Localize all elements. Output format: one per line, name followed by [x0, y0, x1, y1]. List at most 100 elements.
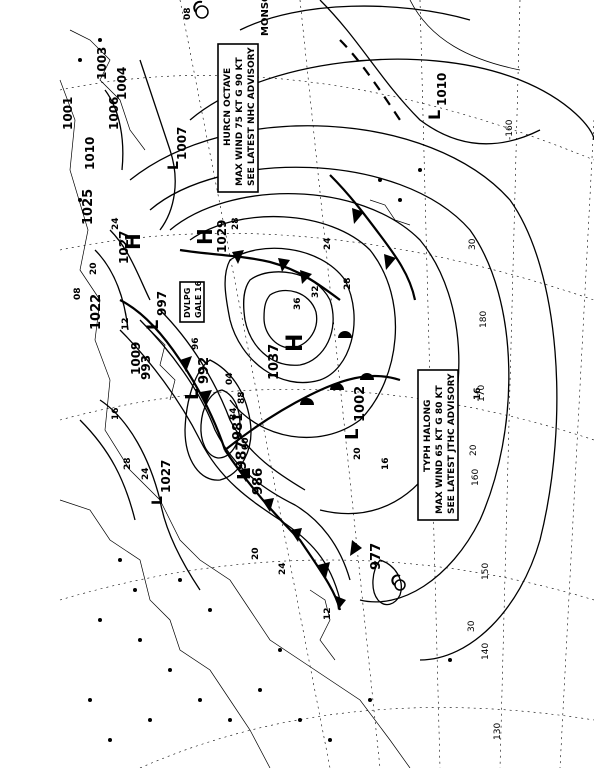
svg-text:170: 170 — [477, 385, 487, 402]
low-981: 981 — [231, 413, 246, 440]
advisory-wind: MAX WIND 75 KT G 90 KT — [235, 57, 245, 186]
svg-text:1027: 1027 — [117, 231, 131, 264]
svg-text:GALE: GALE — [194, 295, 203, 318]
high-1022: 1022 — [89, 294, 104, 330]
station-plots — [78, 38, 452, 742]
svg-text:1006: 1006 — [107, 97, 121, 130]
svg-text:1007: 1007 — [175, 127, 189, 160]
svg-text:1002: 1002 — [353, 386, 368, 422]
svg-text:30: 30 — [467, 620, 477, 632]
svg-text:08: 08 — [183, 7, 193, 20]
isobars — [79, 0, 594, 661]
svg-text:DVLPG: DVLPG — [183, 288, 192, 318]
high-1025: 1025 — [81, 189, 96, 225]
low-symbol: L — [182, 389, 203, 400]
svg-text:977: 977 — [369, 543, 384, 570]
advisory-note: SEE LATEST JTHC ADVISORY — [447, 373, 457, 514]
svg-text:160: 160 — [471, 469, 481, 486]
svg-text:1001: 1001 — [61, 97, 75, 130]
svg-text:987: 987 — [234, 441, 250, 470]
svg-text:1010: 1010 — [435, 73, 449, 106]
svg-text:00: 00 — [241, 437, 251, 450]
svg-text:981: 981 — [231, 413, 246, 440]
hurricane-advisory-box: HURCN OCTAVE MAX WIND 75 KT G 90 KT SEE … — [217, 43, 259, 193]
low-1010: 1010 — [83, 137, 97, 170]
svg-text:1025: 1025 — [81, 189, 96, 225]
svg-text:24: 24 — [323, 237, 333, 250]
svg-text:1037: 1037 — [267, 344, 282, 380]
svg-text:180: 180 — [479, 311, 489, 328]
low-1027a: L 1027 — [150, 460, 173, 505]
svg-text:20: 20 — [251, 547, 261, 560]
svg-text:130: 130 — [493, 723, 503, 740]
low-977: 977 — [369, 543, 384, 570]
monsoon-label: MONSO — [260, 0, 271, 36]
svg-text:1022: 1022 — [89, 294, 104, 330]
low-1001: 1001 — [61, 97, 75, 130]
svg-text:24: 24 — [278, 562, 288, 575]
high-symbol: H — [283, 334, 308, 352]
advisory-box-outline — [417, 369, 459, 521]
svg-text:16: 16 — [473, 387, 483, 400]
svg-text:16: 16 — [194, 280, 203, 292]
svg-text:16: 16 — [111, 407, 121, 420]
svg-text:MONSO: MONSO — [260, 0, 271, 36]
graticule-labels: -160 180 170 160 150 140 130 30 20 30 — [467, 119, 515, 740]
svg-text:24: 24 — [141, 467, 151, 480]
svg-text:140: 140 — [481, 643, 491, 660]
low-symbol: L — [234, 469, 255, 480]
advisory-title: HURCN OCTAVE — [223, 68, 233, 146]
svg-text:997: 997 — [155, 291, 169, 316]
svg-text:28: 28 — [123, 457, 133, 470]
svg-text:04: 04 — [225, 372, 235, 385]
svg-text:1003: 1003 — [95, 47, 109, 80]
svg-text:36: 36 — [293, 297, 303, 310]
gale-box-outline — [179, 281, 205, 323]
svg-text:992: 992 — [197, 357, 212, 384]
isobar-labels: 08 12 16 20 24 28 32 36 04 00 96 84 88 2… — [73, 7, 483, 620]
high-symbol: H — [193, 228, 217, 245]
svg-text:24: 24 — [111, 217, 121, 230]
advisory-box-outline — [217, 43, 259, 193]
svg-text:986: 986 — [251, 468, 266, 495]
low-986: 986 — [251, 468, 266, 495]
cyclone-symbols — [193, 0, 406, 591]
svg-text:993: 993 — [139, 355, 153, 380]
svg-text:32: 32 — [311, 285, 321, 298]
svg-text:08: 08 — [73, 287, 83, 300]
low-993: 993 — [139, 355, 153, 380]
svg-text:150: 150 — [481, 563, 491, 580]
low-symbol: L — [166, 161, 182, 170]
svg-text:1004: 1004 — [115, 67, 129, 100]
low-symbol: L — [342, 429, 363, 440]
low-1004: 1004 — [115, 67, 129, 100]
low-symbol: L — [150, 496, 166, 505]
low-1002: L 1002 — [342, 386, 368, 440]
svg-text:20: 20 — [89, 262, 99, 275]
svg-text:12: 12 — [323, 607, 333, 620]
advisory-note: SEE LATEST NHC ADVISORY — [247, 47, 257, 186]
svg-text:12: 12 — [121, 317, 131, 330]
svg-text:96: 96 — [191, 337, 201, 350]
advisory-title: TYPH HALONG — [423, 400, 433, 472]
svg-text:28: 28 — [231, 217, 241, 230]
svg-text:1029: 1029 — [215, 220, 229, 253]
svg-text:1027: 1027 — [159, 460, 173, 493]
low-1003: 1003 — [95, 47, 109, 80]
fronts — [119, 39, 417, 611]
svg-text:20: 20 — [353, 447, 363, 460]
svg-text:1009: 1009 — [129, 342, 143, 375]
gale-warning-box: DVLPG GALE 16 — [179, 280, 205, 323]
svg-text:88: 88 — [237, 391, 247, 404]
low-1009: 1009 — [129, 342, 143, 375]
lat-lon-grid — [59, 0, 594, 768]
typhoon-advisory-box: TYPH HALONG MAX WIND 65 KT G 80 KT SEE L… — [417, 369, 459, 521]
